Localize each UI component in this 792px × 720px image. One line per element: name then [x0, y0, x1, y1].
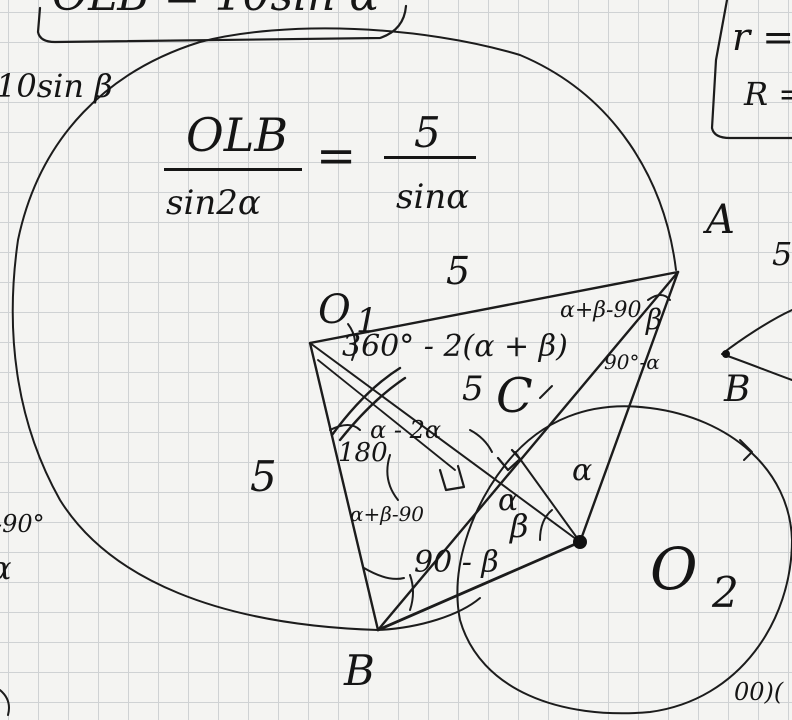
point-label-b: B	[344, 646, 375, 695]
eq-fraction-bar-right	[384, 156, 476, 159]
point-label-o1-sub: 1	[356, 301, 378, 341]
bottom-right-cut-text: 00)(	[734, 678, 784, 706]
angle-label-90-minus-alpha: 90°-α	[604, 350, 660, 374]
tick-mark	[539, 385, 553, 399]
point-label-a: A	[706, 197, 735, 243]
angle-label-alpha-right: α	[572, 453, 593, 488]
angle-label-left-margin-alpha: α	[0, 552, 12, 584]
line-o1-a	[308, 270, 680, 345]
point-label-o2-sub: 2	[712, 568, 739, 617]
segment-label-left: 5	[250, 452, 277, 501]
angle-label-beta-a: β	[646, 303, 663, 336]
line-o1-b	[308, 341, 380, 632]
point-label-o2: O	[650, 535, 698, 603]
left-bottom-curl	[0, 689, 10, 716]
curve-b	[363, 567, 405, 580]
eq-denominator-right: sinα	[396, 177, 470, 217]
top-right-box-line2: R =	[744, 75, 792, 113]
eq-numerator-right: 5	[414, 108, 441, 157]
eq-fraction-bar-left	[164, 168, 302, 171]
point-label-c: C	[496, 368, 533, 424]
eq-equals: =	[316, 128, 357, 184]
point-label-right-b: B	[724, 369, 751, 410]
arc-left-bottom	[386, 454, 399, 501]
right-angle-c	[496, 448, 522, 472]
angle-label-top: 360° - 2(α + β)	[342, 329, 568, 364]
angle-label-a-plus-b-top: α+β-90	[560, 298, 642, 323]
line-c-d	[514, 451, 581, 543]
angle-label-beta-center: β	[510, 507, 529, 545]
hatch-2	[338, 376, 407, 442]
segment-label-middle: 5	[462, 369, 484, 409]
arc-mid-left	[329, 424, 361, 431]
angle-label-180: 180	[338, 438, 388, 468]
arc-a	[647, 294, 671, 301]
arc-top	[347, 323, 357, 361]
hatch-1	[330, 366, 402, 437]
arc-c	[469, 429, 493, 453]
point-label-o1: O	[318, 287, 351, 333]
line-b-a	[376, 270, 680, 632]
arc-d-1	[539, 509, 553, 541]
eq-denominator-left: sin2α	[166, 183, 261, 223]
line-o1-d	[309, 342, 581, 543]
eq-numerator-left: OLB	[186, 108, 289, 162]
angle-label-a-plus-b-left: α+β-90	[350, 502, 425, 526]
arc-b	[409, 574, 414, 611]
angle-label-alpha-center: α	[498, 483, 519, 518]
circle-o1	[11, 27, 677, 631]
right-angle-left	[438, 464, 466, 492]
arrow-marker	[739, 439, 753, 461]
angle-label-mid-left: α - 2α	[370, 416, 442, 444]
top-left-box	[36, 4, 408, 44]
top-right-box	[710, 0, 792, 140]
point-b-right	[722, 350, 730, 358]
segment-label-top: 5	[446, 249, 471, 293]
segment-label-far-right: 5	[772, 235, 792, 273]
line-a-d	[578, 270, 680, 544]
top-left-box-text: OLB = 10sin α	[52, 0, 379, 18]
line-o1-mid	[317, 359, 456, 471]
angle-label-bottom: 90 - β	[414, 545, 499, 580]
angle-label-left-margin: -90°	[0, 510, 45, 538]
point-d	[573, 535, 587, 549]
left-edge-text: 10sin β	[0, 67, 113, 105]
line-b-d	[376, 540, 582, 632]
top-right-box-line1: r =	[732, 15, 792, 59]
circle-o2	[456, 405, 792, 715]
